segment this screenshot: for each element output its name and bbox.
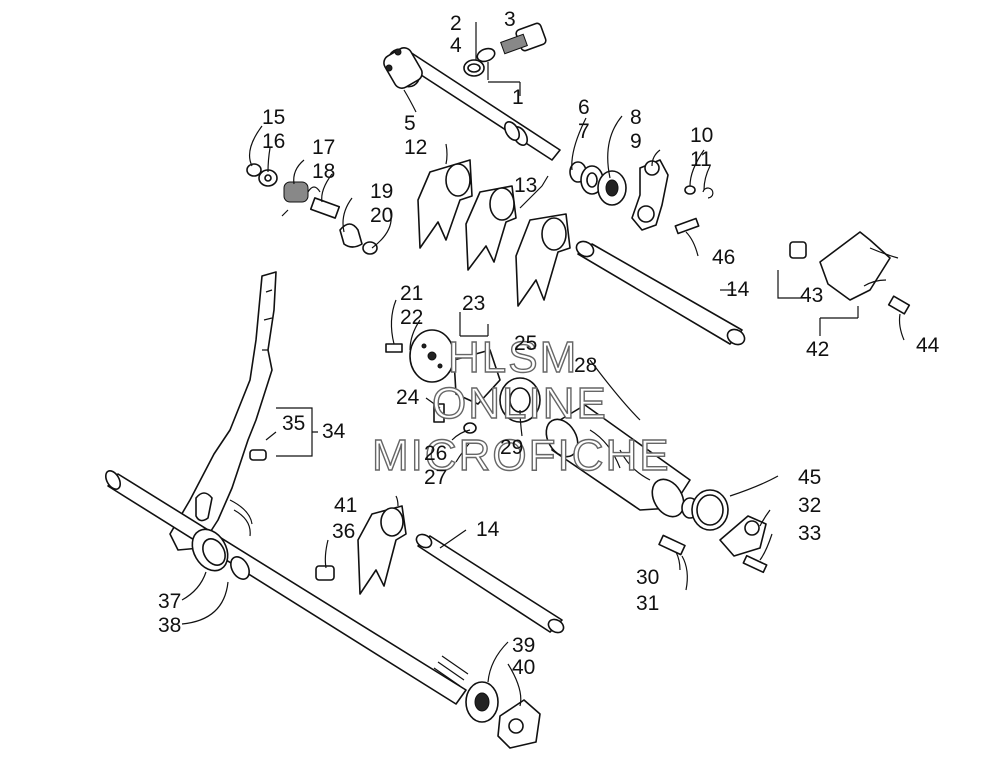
callout-7: 7 bbox=[578, 120, 590, 143]
callout-46: 46 bbox=[712, 246, 735, 269]
callout-39: 39 bbox=[512, 634, 535, 657]
callout-40: 40 bbox=[512, 656, 535, 679]
callout-2: 2 bbox=[450, 12, 462, 35]
shift-forks-upper bbox=[417, 159, 571, 307]
callout-14-lower: 14 bbox=[476, 518, 500, 541]
watermark-line3: MICROFICHE bbox=[372, 431, 671, 480]
fork-guide-bar-upper bbox=[575, 240, 746, 346]
callout-9: 9 bbox=[630, 130, 642, 153]
callout-38: 38 bbox=[158, 614, 181, 637]
gearshift-lever bbox=[169, 271, 277, 551]
callout-24: 24 bbox=[396, 386, 420, 409]
callout-22: 22 bbox=[400, 306, 423, 329]
watermark-line2: ONLINE bbox=[432, 379, 608, 428]
shift-arm bbox=[631, 159, 714, 235]
callout-20: 20 bbox=[370, 204, 393, 227]
watermark: HLSM ONLINE MICROFICHE bbox=[371, 332, 671, 480]
callout-35: 35 bbox=[282, 412, 305, 435]
callout-25: 25 bbox=[514, 332, 537, 355]
shaft-seal-bearing bbox=[569, 161, 627, 206]
callout-43: 43 bbox=[800, 284, 823, 307]
fork-guide-bar-lower bbox=[415, 533, 565, 634]
callout-8: 8 bbox=[630, 106, 642, 129]
lower-bearing-collar bbox=[465, 681, 541, 749]
lower-shift-shaft bbox=[104, 470, 469, 705]
callout-19: 19 bbox=[370, 180, 393, 203]
callout-17: 17 bbox=[312, 136, 335, 159]
callout-6: 6 bbox=[578, 96, 590, 119]
callout-23: 23 bbox=[462, 292, 485, 315]
callout-45: 45 bbox=[798, 466, 821, 489]
callout-41: 41 bbox=[334, 494, 357, 517]
callout-27: 27 bbox=[424, 466, 447, 489]
right-bracket bbox=[789, 231, 911, 315]
callout-11: 11 bbox=[690, 148, 712, 171]
shift-fork-lower bbox=[315, 505, 407, 595]
callout-18: 18 bbox=[312, 160, 335, 183]
callout-26: 26 bbox=[424, 442, 447, 465]
callout-4: 4 bbox=[450, 34, 462, 57]
leader-lines bbox=[181, 22, 905, 707]
callout-30: 30 bbox=[636, 566, 659, 589]
callout-21: 21 bbox=[400, 282, 423, 305]
callout-31: 31 bbox=[636, 592, 659, 615]
callout-36: 36 bbox=[332, 520, 355, 543]
callout-44: 44 bbox=[916, 334, 940, 357]
callout-33: 33 bbox=[798, 522, 821, 545]
callout-3: 3 bbox=[504, 8, 516, 31]
callout-29: 29 bbox=[500, 436, 523, 459]
watermark-line1: HLSM bbox=[448, 333, 578, 382]
left-hardware bbox=[246, 163, 378, 255]
callout-37: 37 bbox=[158, 590, 181, 613]
callout-5: 5 bbox=[404, 112, 416, 135]
upper-shift-shaft bbox=[383, 47, 561, 161]
callout-12: 12 bbox=[404, 136, 427, 159]
shift-drum bbox=[545, 404, 699, 519]
callout-1: 1 bbox=[512, 86, 524, 109]
callout-34: 34 bbox=[322, 420, 346, 443]
detent-plug-assembly bbox=[463, 22, 547, 77]
callout-16: 16 bbox=[262, 130, 285, 153]
callout-14-upper: 14 bbox=[726, 278, 750, 301]
cam-plate-assembly bbox=[385, 329, 541, 434]
callout-28: 28 bbox=[574, 354, 597, 377]
drum-bearing-stopper bbox=[658, 489, 768, 574]
callout-42: 42 bbox=[806, 338, 829, 361]
callout-32: 32 bbox=[798, 494, 821, 517]
callout-numbers: 1 2 3 4 5 6 7 8 9 10 11 12 13 14 14 15 1… bbox=[158, 8, 940, 679]
callout-13: 13 bbox=[514, 174, 537, 197]
callout-10: 10 bbox=[690, 124, 713, 147]
callout-15: 15 bbox=[262, 106, 285, 129]
